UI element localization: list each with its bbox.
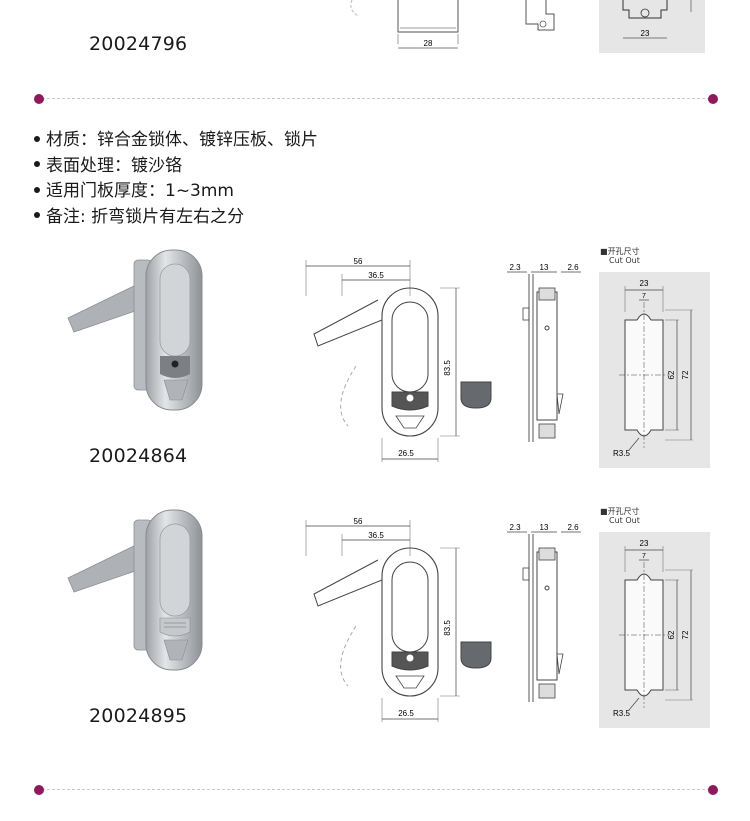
cutout-outer: 72 [681,630,690,639]
cutout-radius: R3.5 [613,709,630,718]
top-cutout-drawing: 23 [622,0,692,39]
product-20024895: 20024895 56 36.5 83.5 26.5 2.3 13 2.6 [0,500,750,740]
lock-tongue [460,381,492,409]
dim-offset: 36.5 [368,531,384,540]
section-divider [34,785,718,795]
lock-tongue [460,641,492,669]
cutout-drawing: 23 7 62 72 R3.5 [613,279,693,458]
dim-d3: 2.6 [567,264,579,272]
top-model-code: 20024796 [89,33,188,55]
cutout-title: ■开孔尺寸 Cut Out [600,507,640,525]
dim-d2: 13 [540,524,549,532]
dim-d3: 2.6 [567,524,579,532]
lock-photo [67,509,203,671]
model-code: 20024864 [89,445,188,467]
divider-dot [708,785,718,795]
top-product-drawings: 28 [340,0,720,56]
cutout-width: 23 [640,539,649,548]
side-view-drawing: 2.3 13 2.6 [507,264,581,442]
spec-item: 备注: 折弯锁片有左右之分 [34,205,318,231]
product-20024864: 20024864 56 36.5 83.5 26.5 2.3 13 2.6 [0,240,750,480]
spec-note: 备注: 折弯锁片有左右之分 [46,206,245,227]
cutout-title: ■开孔尺寸 Cut Out [600,247,640,265]
dim-overall: 56 [354,257,363,266]
lock-photo [67,249,203,411]
dim-d1: 2.3 [509,524,521,532]
top-dim-width: 28 [424,39,433,48]
cutout-inner: 62 [667,630,676,639]
cutout-radius: R3.5 [613,449,630,458]
cutout-title-cn: 开孔尺寸 [607,247,640,256]
spec-item: 材质：锌合金锁体、镀锌压板、锁片 [34,128,318,154]
dim-body-width: 26.5 [398,709,414,718]
divider-dot [34,785,44,795]
specifications-list: 材质：锌合金锁体、镀锌压板、锁片 表面处理：镀沙铬 适用门板厚度：1~3mm 备… [34,128,318,230]
top-cutout-width: 23 [641,29,650,38]
dim-offset: 36.5 [368,271,384,280]
top-line-drawings: 28 [350,0,555,49]
cutout-drawing: 23 7 62 72 R3.5 [613,539,693,718]
cutout-notch: 7 [642,553,646,560]
spec-thickness: 适用门板厚度：1~3mm [46,181,234,201]
dim-height: 83.5 [443,360,452,376]
dim-overall: 56 [354,517,363,526]
divider-dot [708,94,718,104]
side-view-drawing: 2.3 13 2.6 [507,524,581,702]
cutout-title-cn: 开孔尺寸 [607,507,640,516]
divider-dot [34,94,44,104]
cutout-width: 23 [640,279,649,288]
front-view-drawing: 56 36.5 83.5 26.5 [305,257,460,462]
dim-d1: 2.3 [509,264,521,272]
cutout-title-en: Cut Out [609,516,640,525]
cutout-notch: 7 [642,293,646,300]
top-cutout-panel: 23 [599,0,705,53]
section-divider [34,94,718,104]
spec-surface: 表面处理：镀沙铬 [46,155,182,176]
spec-material: 材质：锌合金锁体、镀锌压板、锁片 [46,130,318,150]
dim-body-width: 26.5 [398,449,414,458]
cutout-panel: 23 7 62 72 R3.5 [599,272,710,468]
cutout-outer: 72 [681,370,690,379]
dim-d2: 13 [540,264,549,272]
cutout-panel: 23 7 62 72 R3.5 [599,532,710,728]
model-code: 20024895 [89,705,188,727]
cutout-title-en: Cut Out [609,256,640,265]
spec-item: 适用门板厚度：1~3mm [34,179,318,205]
dim-height: 83.5 [443,620,452,636]
spec-item: 表面处理：镀沙铬 [34,154,318,180]
front-view-drawing: 56 36.5 83.5 26.5 [305,517,460,722]
cutout-inner: 62 [667,370,676,379]
